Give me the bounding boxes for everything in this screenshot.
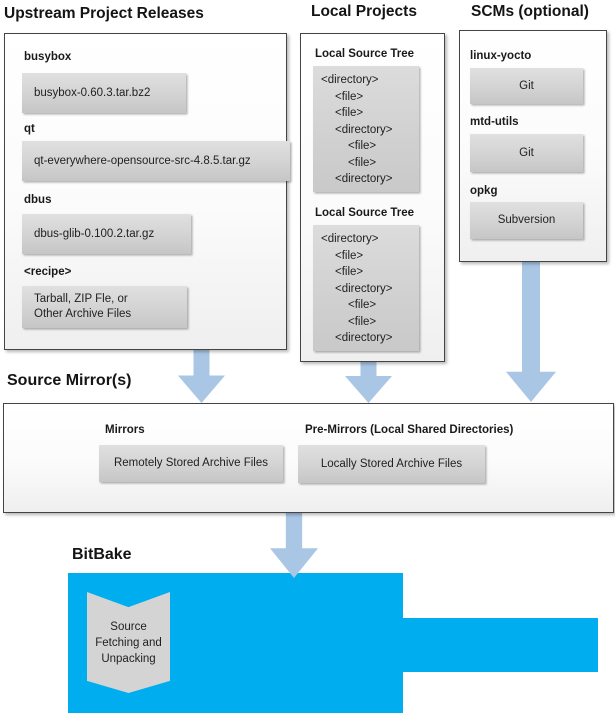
- upstream-item-archive: Tarball, ZIP Fle, or Other Archive Files: [22, 286, 187, 328]
- archive-filename: Tarball, ZIP Fle, or Other Archive Files: [34, 293, 132, 320]
- local-source-tree-label: Local Source Tree: [315, 48, 415, 60]
- tree-node: <directory>: [335, 123, 393, 136]
- scm-type-box: Subversion: [470, 202, 583, 239]
- scm-type-box: Git: [470, 134, 583, 172]
- tree-node: <file>: [335, 107, 364, 119]
- premirrors-box: Locally Stored Archive Files: [298, 445, 485, 483]
- tree-node: <directory>: [335, 332, 393, 344]
- upstream-item-label: busybox: [24, 51, 72, 63]
- bitbake-flow-arm: [403, 618, 598, 672]
- tree-node: <file>: [335, 249, 364, 262]
- tree-node: <file>: [335, 266, 364, 278]
- local-source-tree: <directory> <file> <file> <directory> <f…: [313, 66, 419, 192]
- scm-type: Git: [519, 146, 534, 159]
- bitbake-title: BitBake: [72, 546, 132, 563]
- upstream-item-label: dbus: [24, 194, 52, 206]
- upstream-item-archive: dbus-glib-0.100.2.tar.gz: [22, 214, 191, 254]
- tree-node: <file>: [348, 156, 377, 169]
- down-arrow-scms-to-mirrors: [506, 258, 556, 402]
- mirrors-box: Remotely Stored Archive Files: [99, 445, 283, 482]
- scm-type: Subversion: [497, 214, 556, 226]
- tree-node: <file>: [348, 140, 377, 152]
- upstream-item-label: <recipe>: [24, 266, 72, 278]
- tree-node: <directory>: [335, 282, 393, 295]
- local-source-tree: <directory> <file> <file> <directory> <f…: [313, 225, 419, 351]
- archive-filename: busybox-0.60.3.tar.bz2: [34, 86, 151, 99]
- local-source-tree-label: Local Source Tree: [315, 207, 415, 219]
- tree-node: <file>: [348, 299, 377, 311]
- scm-item-label: opkg: [470, 185, 498, 197]
- tree-node: <directory>: [321, 233, 379, 245]
- ribbon-text: Source Fetching and Unpacking: [95, 620, 162, 665]
- down-arrow-upstream-to-mirrors: [178, 347, 225, 403]
- scms-title: SCMs (optional): [471, 3, 589, 20]
- archive-filename: dbus-glib-0.100.2.tar.gz: [34, 227, 155, 240]
- source-fetching-ribbon: Source Fetching and Unpacking: [87, 592, 170, 693]
- mirrors-label: Mirrors: [105, 424, 145, 436]
- archive-filename: qt-everywhere-opensource-src-4.8.5.tar.g…: [34, 154, 251, 167]
- upstream-item-archive: qt-everywhere-opensource-src-4.8.5.tar.g…: [22, 141, 290, 181]
- tree-node: <directory>: [335, 173, 393, 185]
- premirrors-value: Locally Stored Archive Files: [320, 457, 463, 470]
- premirrors-label: Pre-Mirrors (Local Shared Directories): [305, 424, 514, 436]
- mirrors-value: Remotely Stored Archive Files: [113, 457, 269, 469]
- source-mirrors-title: Source Mirror(s): [7, 372, 132, 389]
- tree-node: <file>: [348, 315, 377, 328]
- scm-type-box: Git: [470, 68, 583, 104]
- upstream-item-archive: busybox-0.60.3.tar.bz2: [22, 73, 186, 113]
- down-arrow-mirrors-to-bitbake: [270, 512, 318, 578]
- upstream-item-label: qt: [24, 123, 35, 135]
- tree-node: <directory>: [321, 74, 379, 86]
- local-projects-title: Local Projects: [311, 3, 417, 20]
- scm-type: Git: [519, 79, 534, 92]
- scm-item-label: mtd-utils: [470, 116, 519, 128]
- upstream-releases-title: Upstream Project Releases: [4, 5, 204, 22]
- tree-node: <file>: [335, 90, 364, 103]
- scm-item-label: linux-yocto: [470, 50, 532, 62]
